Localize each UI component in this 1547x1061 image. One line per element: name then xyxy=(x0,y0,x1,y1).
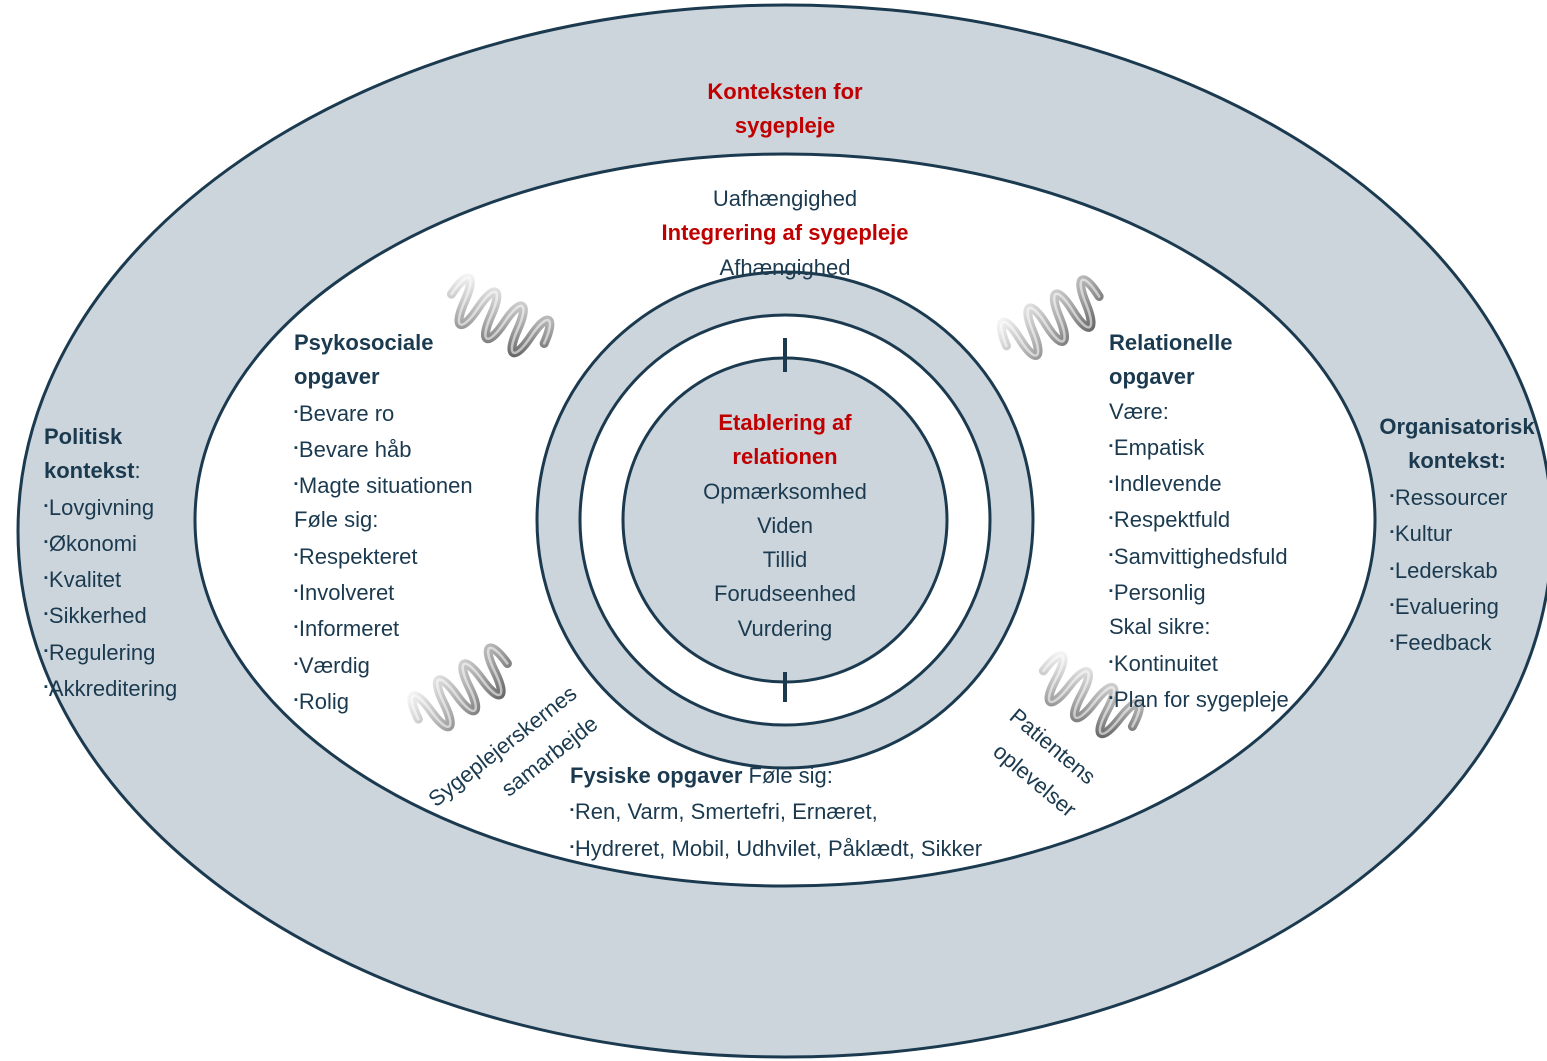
relation-title-line1: Etablering af xyxy=(718,410,852,435)
bullet-icon: ▪ xyxy=(294,693,298,706)
bullet-icon: ▪ xyxy=(1109,691,1113,704)
psychosocial-item: ▪Bevare håb xyxy=(294,436,412,462)
political-item: ▪Økonomi xyxy=(44,530,137,556)
independence-label: Uafhængighed xyxy=(712,186,858,211)
integration-block: Uafhængighed Integrering af sygepleje Af… xyxy=(585,182,985,285)
physical-item: ▪Hydreret, Mobil, Udhvilet, Påklædt, Sik… xyxy=(570,835,983,861)
bullet-icon: ▪ xyxy=(1109,548,1113,561)
bullet-icon: ▪ xyxy=(294,478,298,491)
relational-item: ▪Plan for sygepleje xyxy=(1109,686,1289,712)
psychosocial-item: ▪Respekteret xyxy=(294,543,418,569)
context-title-line2: sygepleje xyxy=(734,113,836,139)
bullet-icon: ▪ xyxy=(44,535,48,548)
bullet-icon: ▪ xyxy=(294,621,298,634)
organizational-list: ▪Ressourcer ▪Kultur ▪Lederskab ▪Evalueri… xyxy=(1390,479,1507,660)
integration-title: Integrering af sygepleje xyxy=(661,220,909,246)
bullet-icon: ▪ xyxy=(1390,490,1394,502)
relational-title-line2: opgaver xyxy=(1109,364,1195,390)
physical-item: ▪Ren, Varm, Smertefri, Ernæret, xyxy=(570,799,878,825)
bullet-icon: ▪ xyxy=(294,548,298,561)
bullet-icon: ▪ xyxy=(570,840,574,853)
context-title: Konteksten for sygepleje xyxy=(635,75,935,144)
bullet-icon: ▪ xyxy=(1390,598,1394,611)
psychosocial-item: ▪Rolig xyxy=(294,688,350,714)
organizational-title-line2: kontekst: xyxy=(1408,448,1506,474)
context-title-line1: Konteksten for xyxy=(707,79,863,104)
bullet-icon: ▪ xyxy=(1109,585,1113,598)
psychosocial-title-line2: opgaver xyxy=(294,364,380,390)
political-item: ▪Sikkerhed xyxy=(44,603,147,629)
relation-item: Vurdering xyxy=(737,615,833,641)
organizational-item: ▪Feedback xyxy=(1390,630,1492,656)
bullet-icon: ▪ xyxy=(294,405,298,418)
bullet-icon: ▪ xyxy=(570,804,574,817)
relational-block: Relationelle opgaver Være: ▪Empatisk ▪In… xyxy=(1109,326,1289,717)
physical-subheading: Føle sig: xyxy=(742,763,833,788)
relational-subheading: Være: xyxy=(1109,398,1169,424)
relation-center-block: Etablering af relationen Opmærksomhed Vi… xyxy=(655,406,915,646)
relation-item: Viden xyxy=(757,512,813,538)
psychosocial-subheading: Føle sig: xyxy=(294,507,379,533)
bullet-icon: ▪ xyxy=(1109,655,1113,668)
bullet-icon: ▪ xyxy=(1390,635,1394,648)
organizational-item: ▪Ressourcer xyxy=(1390,485,1508,510)
relation-item: Forudseenhed xyxy=(714,581,856,607)
organizational-title-line1: Organisatorisk xyxy=(1379,414,1535,439)
bullet-icon: ▪ xyxy=(1109,476,1113,489)
bullet-icon: ▪ xyxy=(1109,512,1113,525)
relation-item: Opmærksomhed xyxy=(703,478,867,504)
relational-item: ▪Personlig xyxy=(1109,580,1206,606)
relation-title-line2: relationen xyxy=(732,444,838,470)
organizational-item: ▪Evaluering xyxy=(1390,593,1499,619)
political-item: ▪Akkreditering xyxy=(44,676,178,702)
relational-item: ▪Kontinuitet xyxy=(1109,650,1218,676)
psychosocial-item: ▪Informeret xyxy=(294,616,400,642)
relational-item: ▪Samvittighedsfuld xyxy=(1109,543,1288,569)
organizational-title: Organisatorisk kontekst: xyxy=(1368,410,1546,479)
psychosocial-item: ▪Involveret xyxy=(294,580,395,606)
psychosocial-item: ▪Magte situationen xyxy=(294,473,473,499)
bullet-icon: ▪ xyxy=(44,608,48,621)
political-title-line1: Politisk xyxy=(44,424,123,449)
bullet-icon: ▪ xyxy=(44,572,48,585)
political-context-block: Politisk kontekst: ▪Lovgivning ▪Økonomi … xyxy=(44,420,177,706)
political-item: ▪Lovgivning xyxy=(44,494,155,520)
political-item: ▪Regulering xyxy=(44,639,156,665)
bullet-icon: ▪ xyxy=(44,644,48,657)
bullet-icon: ▪ xyxy=(1390,526,1394,539)
political-title-line2: kontekst xyxy=(44,458,135,484)
physical-block: Fysiske opgaver Føle sig: ▪Ren, Varm, Sm… xyxy=(570,759,982,866)
psychosocial-title-line1: Psykosociale xyxy=(294,330,434,355)
physical-title: Fysiske opgaver xyxy=(570,763,743,788)
relational-title-line1: Relationelle xyxy=(1109,330,1233,355)
organizational-item: ▪Lederskab xyxy=(1390,557,1498,583)
relational-subheading: Skal sikre: xyxy=(1109,614,1211,640)
psychosocial-item: ▪Værdig xyxy=(294,652,370,678)
relational-item: ▪Empatisk xyxy=(1109,434,1205,460)
relation-item: Tillid xyxy=(762,547,808,573)
psychosocial-item: ▪Bevare ro xyxy=(294,400,395,426)
political-item: ▪Kvalitet xyxy=(44,567,122,593)
psychosocial-block: Psykosociale opgaver ▪Bevare ro ▪Bevare … xyxy=(294,326,473,719)
relational-item: ▪Respektfuld xyxy=(1109,507,1231,533)
political-title-colon: : xyxy=(134,458,141,484)
organizational-item: ▪Kultur xyxy=(1390,521,1453,547)
bullet-icon: ▪ xyxy=(294,657,298,670)
dependence-label: Afhængighed xyxy=(719,254,851,280)
bullet-icon: ▪ xyxy=(294,585,298,598)
bullet-icon: ▪ xyxy=(1390,562,1394,575)
bullet-icon: ▪ xyxy=(44,681,48,694)
bullet-icon: ▪ xyxy=(294,441,298,454)
bullet-icon: ▪ xyxy=(44,499,48,512)
bullet-icon: ▪ xyxy=(1109,439,1113,452)
relational-item: ▪Indlevende xyxy=(1109,471,1222,497)
